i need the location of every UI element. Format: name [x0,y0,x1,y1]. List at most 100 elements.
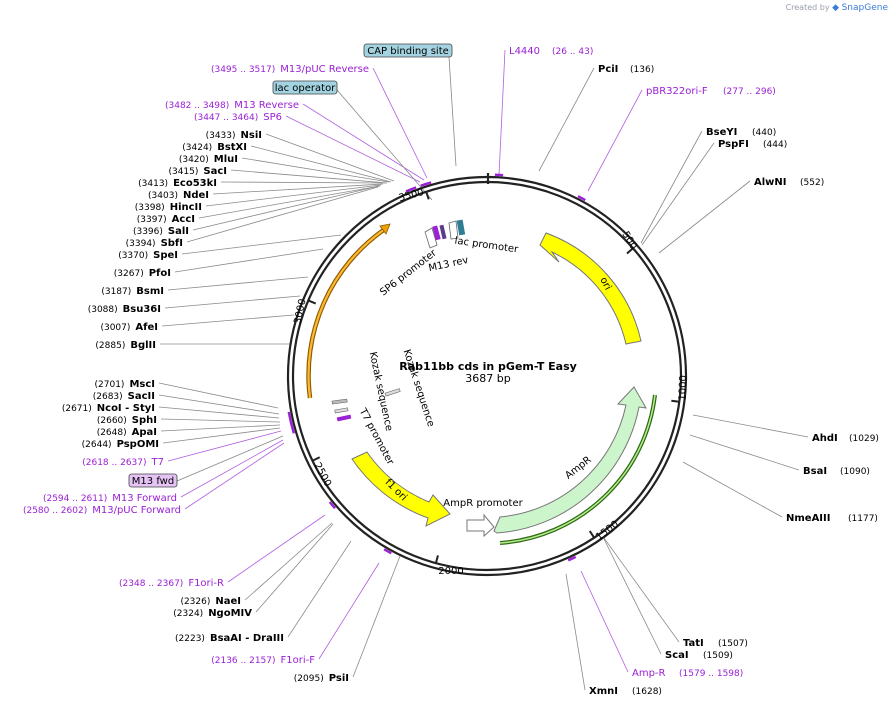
site-sphi[interactable]: SphI(2660) [97,415,157,426]
site-f1ori-f[interactable]: F1ori-F(2136 .. 2157) [211,655,315,666]
site-naei[interactable]: NaeI(2326) [180,596,241,607]
site-pfoi[interactable]: PfoI(3267) [114,268,171,279]
site-pspfi[interactable]: PspFI(444) [718,139,787,150]
leader-line [372,67,428,179]
leader-line [227,514,326,583]
leader-line [176,435,284,482]
leader-line [162,427,281,444]
site-eco53ki[interactable]: Eco53kI(3413) [138,178,217,189]
site-position: (3187) [101,287,131,297]
site-m13-puc-forward[interactable]: M13/pUC Forward(2580 .. 2602) [23,505,181,516]
leader-line [285,115,421,183]
site-position: (1177) [848,514,878,524]
site-sp6[interactable]: SP6(3447 .. 3464) [194,112,282,123]
primer-binding-mark [383,548,392,555]
site-pspomi[interactable]: PspOMI(2644) [82,439,159,450]
site-pcii[interactable]: PciI(136) [598,64,654,75]
lac-promoter-arrow[interactable] [448,220,459,240]
site-position: (3403) [148,191,178,201]
site-ahdi[interactable]: AhdI(1029) [812,433,879,444]
site-sbfi[interactable]: SbfI(3394) [126,238,183,249]
site-alwni[interactable]: AlwNI(552) [754,177,824,188]
site-position: (444) [763,140,787,150]
site-position: (1628) [632,687,662,697]
site-t7[interactable]: T7(2618 .. 2637) [82,457,164,468]
site-acci[interactable]: AccI(3397) [137,214,195,225]
ampr-arrow[interactable] [493,386,647,534]
lac-operator-mark[interactable] [439,224,447,240]
primer-binding-mark [405,186,417,193]
leader-line [186,186,379,243]
f1-ori-arrow[interactable] [351,451,451,527]
kozak-mark-a[interactable] [334,407,349,414]
site-bsu36i[interactable]: Bsu36I(3088) [88,304,161,315]
site-m13-reverse[interactable]: M13 Reverse(3482 .. 3498) [165,100,299,111]
site-name: Eco53kI [173,178,217,189]
site-sali[interactable]: SalI(3396) [133,226,189,237]
site-amp-r[interactable]: Amp-R(1579 .. 1598) [632,668,743,679]
site-bsaai-draiii[interactable]: BsaAI - DraIII (2223) [175,633,284,644]
site-name: SalI [168,226,189,237]
site-apai[interactable]: ApaI(2648) [97,427,157,438]
site-name: BstXI [217,142,247,153]
site-ndei[interactable]: NdeI(3403) [148,190,209,201]
site-pbr322ori-f[interactable]: pBR322ori-F(277 .. 296) [646,86,776,97]
site-bseyi[interactable]: BseYI(440) [706,127,776,138]
site-nsii[interactable]: NsiI(3433) [206,130,262,141]
site-bglii[interactable]: BglII(2885) [95,340,156,351]
feature-arrows [306,219,657,545]
ori-arrow[interactable] [539,232,642,345]
boxed-label-cap-binding-site[interactable]: CAP binding site [363,43,453,58]
site-l4440[interactable]: L4440(26 .. 43) [509,46,593,57]
site-xmni[interactable]: XmnI (1628) [589,686,662,697]
site-name: XmnI [589,686,618,697]
site-position: (3007) [100,323,130,333]
site-m13-puc-reverse[interactable]: M13/pUC Reverse(3495 .. 3517) [211,64,369,75]
t7-promoter-mark[interactable] [331,398,348,405]
cap-site-mark[interactable] [456,219,466,236]
site-hincii[interactable]: HincII(3398) [135,202,202,213]
leader-line [158,382,279,409]
primer-binding-mark [567,555,577,562]
site-position: (2618 .. 2637) [82,458,146,468]
tick-mark [626,247,634,255]
leader-line [658,180,751,254]
site-bsmi[interactable]: BsmI(3187) [101,286,164,297]
site-tati[interactable]: TatI(1507) [683,638,748,649]
site-name: MscI [129,379,155,390]
site-name: BsaAI - DraIII [210,633,284,644]
site-scai[interactable]: ScaI(1509) [665,650,733,661]
m13fwd-mark[interactable] [336,414,352,422]
boxed-label-lac-operator[interactable]: lac operator [272,80,338,95]
site-name: M13 Forward [112,493,177,504]
site-sacii[interactable]: SacII(2683) [93,391,155,402]
leader-line [689,434,800,471]
site-saci[interactable]: SacI(3415) [168,166,227,177]
m13rev-mark[interactable] [432,225,441,241]
site-msci[interactable]: MscI(2701) [95,379,156,390]
site-bsai[interactable]: BsaI(1090) [803,466,870,477]
tick-label: 1500 [594,519,621,543]
kozak-mark-b[interactable] [384,388,401,397]
label-box [363,43,453,58]
leader-line [538,67,595,172]
site-nmeaiii[interactable]: NmeAIII(1177) [786,513,878,524]
site-position: (2223) [175,634,205,644]
site-ncoi-styi[interactable]: NcoI - StyI(2671) [62,403,155,414]
site-m13-forward[interactable]: M13 Forward(2594 .. 2611) [43,493,177,504]
site-name: NgoMIV [208,608,252,619]
site-spei[interactable]: SpeI(3370) [118,250,178,261]
site-name: F1ori-F [281,655,316,666]
site-afei[interactable]: AfeI(3007) [100,322,158,333]
site-name: SacII [128,391,155,402]
site-bstxi[interactable]: BstXI(3424) [182,142,247,153]
site-psii[interactable]: PsiI(2095) [294,673,349,684]
site-f1ori-r[interactable]: F1ori-R(2348 .. 2367) [119,578,224,589]
boxed-label-m13-fwd[interactable]: M13 fwd [128,473,178,488]
sp6-promoter-arrow[interactable] [424,227,438,249]
site-mlui[interactable]: MluI(3420) [179,154,238,165]
ampr-promoter-arrow[interactable] [466,513,495,538]
site-name: NsiI [241,130,262,141]
site-ngomiv[interactable]: NgoMIV(2324) [173,608,252,619]
leader-line [265,133,395,182]
